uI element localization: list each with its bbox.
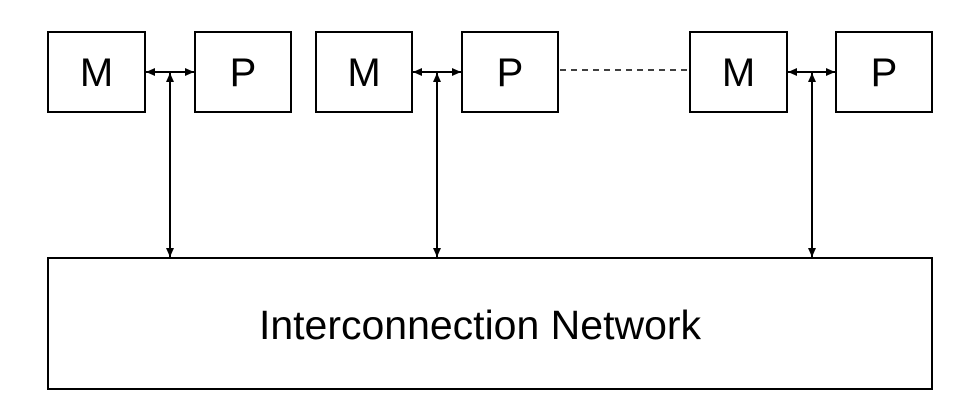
memory-label-1: M	[80, 51, 113, 95]
processor-label-3: P	[871, 51, 898, 95]
memory-box-3	[689, 31, 788, 113]
interconnection-network: Interconnection Network	[47, 257, 933, 390]
node-3: M P	[689, 31, 933, 257]
processor-box-1	[194, 31, 292, 113]
memory-label-2: M	[347, 51, 380, 95]
node-1: M P	[47, 31, 292, 257]
network-label: Interconnection Network	[259, 302, 702, 348]
memory-box-1	[47, 31, 146, 113]
processor-box-3	[835, 31, 933, 113]
memory-box-2	[315, 31, 413, 113]
processor-label-1: P	[230, 51, 257, 95]
processor-label-2: P	[497, 51, 524, 95]
memory-label-3: M	[722, 51, 755, 95]
network-box	[47, 257, 933, 390]
node-2: M P	[315, 31, 559, 257]
processor-box-2	[461, 31, 559, 113]
